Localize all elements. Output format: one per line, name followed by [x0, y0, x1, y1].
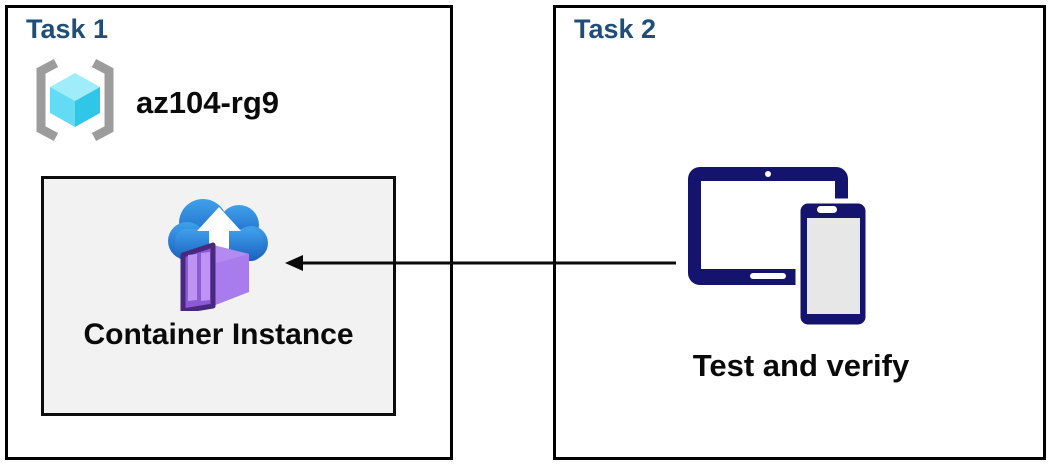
container-instance-icon	[163, 193, 275, 316]
container-instance-box: Container Instance	[41, 176, 396, 416]
resource-group-icon	[30, 58, 120, 147]
resource-group-name: az104-rg9	[136, 84, 280, 120]
task2-box: Task 2 Test and verify	[553, 5, 1046, 460]
task1-title: Task 1	[26, 14, 109, 44]
devices-icon	[686, 163, 878, 335]
container-icon	[180, 242, 249, 314]
task1-box: Task 1 az104-rg9	[5, 5, 453, 460]
resource-group-row: az104-rg9	[30, 58, 279, 147]
phone-icon	[795, 198, 871, 330]
test-and-verify-label: Test and verify	[692, 348, 910, 383]
container-instance-label: Container Instance	[83, 318, 354, 351]
task2-title: Task 2	[574, 14, 657, 44]
